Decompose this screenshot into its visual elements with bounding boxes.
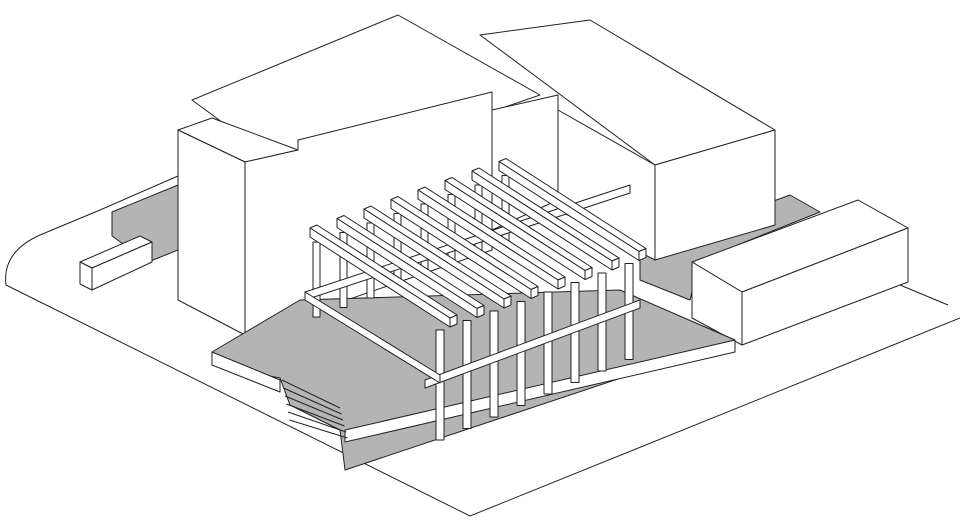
column-front (435, 329, 445, 441)
stair-step (284, 395, 344, 421)
main-plaza (211, 289, 736, 471)
roof-beam-end (503, 295, 512, 309)
stair-step (287, 411, 347, 433)
column-back (339, 232, 348, 308)
roof-beam-end (530, 286, 539, 299)
side-beam-left (304, 291, 441, 384)
pergola-structure (304, 158, 647, 441)
plaza-left-edge (211, 351, 281, 393)
roof-beam-end (449, 314, 458, 328)
column-back (312, 241, 321, 318)
sidewalk-edge (899, 284, 949, 306)
stair-step (281, 379, 341, 409)
roof-beam-end (584, 267, 593, 280)
building-low-right-side (691, 261, 743, 346)
column-front (462, 320, 472, 429)
cross-beam-front (424, 299, 641, 389)
roof-beam-end (476, 305, 485, 318)
stair-step (289, 419, 348, 439)
stair-step (286, 403, 345, 427)
building-left-front (177, 129, 246, 336)
site-boundary (5, 175, 960, 517)
roof-beam-end (557, 276, 566, 290)
stairs (281, 379, 348, 439)
low-wall-side (91, 241, 153, 291)
roof-beam-end (638, 248, 647, 261)
column-front (489, 310, 499, 418)
roof-beam-end (611, 257, 620, 271)
stair-step (283, 387, 342, 415)
